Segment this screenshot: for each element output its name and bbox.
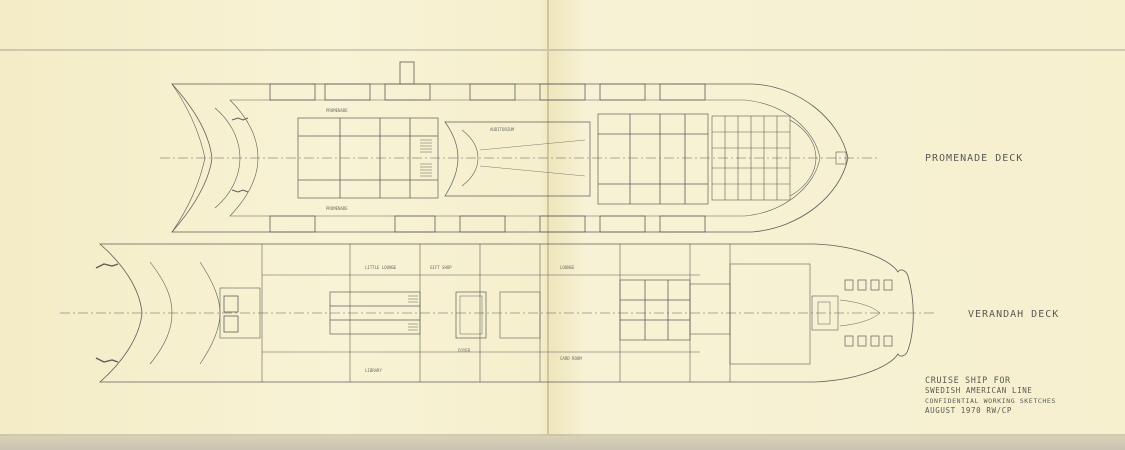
promenade-deck-plan: PROMENADE PROMENADE AUDITORIUM <box>160 61 880 233</box>
verandah-deck-plan: LITTLE LOUNGE GIFT SHOP LOUNGE LIBRARY F… <box>60 243 935 383</box>
title-line-1: CRUISE SHIP FOR <box>925 376 1011 386</box>
title-line-3: CONFIDENTIAL WORKING SKETCHES <box>925 397 1056 405</box>
promenade-label-bottom: PROMENADE <box>326 206 348 211</box>
promenade-label-top: PROMENADE <box>326 108 348 113</box>
card-room-label: CARD ROOM <box>560 356 582 361</box>
promenade-hull <box>171 83 849 233</box>
auditorium-label: AUDITORIUM <box>490 127 515 132</box>
verandah-hull <box>98 243 914 383</box>
promenade-deck-label: PROMENADE DECK <box>925 153 1024 164</box>
little-lounge-label: LITTLE LOUNGE <box>365 265 397 270</box>
verandah-deck-label: VERANDAH DECK <box>968 309 1060 320</box>
foyer-label: FOYER <box>458 348 471 353</box>
library-label: LIBRARY <box>365 368 382 373</box>
scan-edge-strip <box>0 436 1125 450</box>
lounge-label: LOUNGE <box>560 265 575 270</box>
gift-shop-label: GIFT SHOP <box>430 265 452 270</box>
title-line-2: SWEDISH AMERICAN LINE <box>925 386 1033 395</box>
promenade-inner-line <box>229 99 821 217</box>
title-line-4: AUGUST 1970 RW/CP <box>925 406 1012 415</box>
title-block: CRUISE SHIP FOR SWEDISH AMERICAN LINE CO… <box>925 376 1115 416</box>
